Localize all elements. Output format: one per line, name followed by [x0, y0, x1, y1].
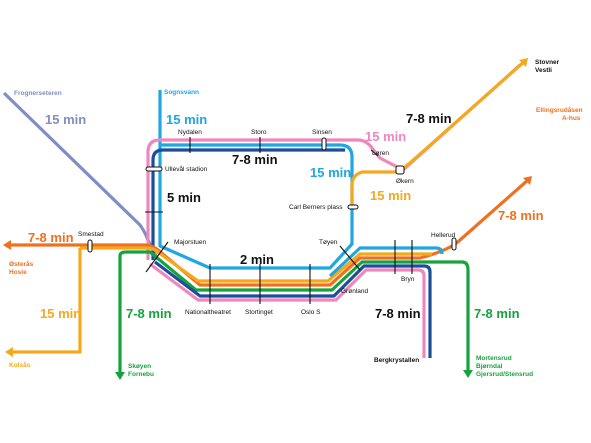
freq-vestli: 7-8 min	[406, 111, 452, 126]
label-osteras: Østerås	[9, 260, 34, 268]
label-nydalen: Nydalen	[178, 129, 202, 136]
freq-ring-top-pink: 15 min	[365, 129, 406, 144]
freq-bergkrystallen: 7-8 min	[375, 306, 421, 321]
label-fornebu: Fornebu	[128, 371, 154, 378]
freq-frognerseteren: 15 min	[45, 112, 86, 127]
label-majorstuen: Majorstuen	[174, 239, 207, 246]
freq-center: 2 min	[240, 252, 274, 267]
label-skoyen: Skøyen	[128, 363, 151, 370]
line-yellow-kolsas[interactable]	[10, 246, 432, 354]
freq-fornebu: 7-8 min	[126, 306, 172, 321]
label-hellerud: Hellerud	[431, 232, 456, 239]
stop-okern	[395, 165, 405, 175]
freq-mortensrud: 7-8 min	[474, 306, 520, 321]
stop-carl-berners	[347, 204, 359, 210]
label-smestad: Smestad	[78, 231, 104, 238]
freq-ellingsrud: 7-8 min	[498, 208, 544, 223]
stop-ulleval	[145, 166, 163, 172]
line-pink-south[interactable]	[149, 262, 426, 358]
line-green-fornebu[interactable]	[118, 250, 470, 375]
label-stovner: Stovner	[535, 59, 560, 66]
label-sognsvann: Sognsvann	[164, 89, 199, 96]
label-hosle: Hosle	[9, 269, 27, 276]
label-ellingsrudasen: Ellingsrudåsen	[536, 106, 583, 114]
label-frognerseteren: Frognerseteren	[14, 90, 62, 97]
label-ulleval: Ullevål stadion	[165, 165, 208, 173]
freq-ring-top: 7-8 min	[232, 152, 278, 167]
stop-sinsen	[321, 137, 327, 151]
label-carl-berners: Carl Berners plass	[289, 204, 343, 211]
label-bryn: Bryn	[401, 276, 415, 283]
stop-hellerud	[451, 237, 457, 251]
label-sinsen: Sinsen	[312, 129, 332, 136]
line-yellow-okern[interactable]	[350, 58, 528, 205]
freq-okern-yellow: 15 min	[370, 188, 411, 203]
label-gronland: Grønland	[341, 288, 368, 295]
freq-ring-left: 5 min	[167, 190, 201, 205]
freq-kolsas: 15 min	[40, 306, 81, 321]
label-loren: Løren	[372, 150, 389, 157]
line-4-ring[interactable]	[151, 148, 345, 260]
label-storo: Storo	[251, 129, 267, 136]
label-nationaltheatret: Nationaltheatret	[185, 309, 231, 316]
line-cyan-south[interactable]	[328, 246, 444, 278]
arrow-osteras-icon	[3, 240, 11, 250]
arrow-ahus-icon	[523, 176, 532, 185]
tick-majorstuen	[145, 241, 169, 273]
arrow-kolsas-icon	[5, 347, 13, 357]
label-mortensrud: Mortensrud	[476, 355, 512, 362]
line-navy-bergkrystallen[interactable]	[154, 260, 432, 358]
stop-smestad	[87, 239, 93, 253]
freq-ring-right: 15 min	[310, 165, 351, 180]
label-kolsas: Kolsås	[9, 361, 31, 369]
tick-toyen	[339, 245, 361, 271]
label-okern: Økern	[396, 178, 414, 185]
line-3-ring-vestli[interactable]	[146, 63, 522, 260]
label-stortinget: Stortinget	[245, 309, 273, 316]
label-bjorndal: Bjørndal	[476, 363, 503, 370]
label-gjersrud: Gjersrud/Stensrud	[476, 371, 533, 378]
label-vestli: Vestli	[535, 67, 552, 74]
freq-osteras: 7-8 min	[28, 230, 74, 245]
tick-loren	[370, 149, 379, 157]
label-a-hus: A-hus	[562, 115, 581, 122]
freq-sognsvann: 15 min	[166, 112, 207, 127]
arrow-mortensrud-icon	[463, 370, 473, 378]
label-oslo-s: Oslo S	[301, 309, 321, 316]
arrow-vestli-icon	[519, 58, 528, 67]
arrow-fornebu-icon	[115, 372, 125, 380]
label-bergkrystallen: Bergkrystallen	[374, 357, 419, 364]
line-5-ring[interactable]	[158, 143, 354, 270]
label-toyen: Tøyen	[319, 239, 338, 246]
